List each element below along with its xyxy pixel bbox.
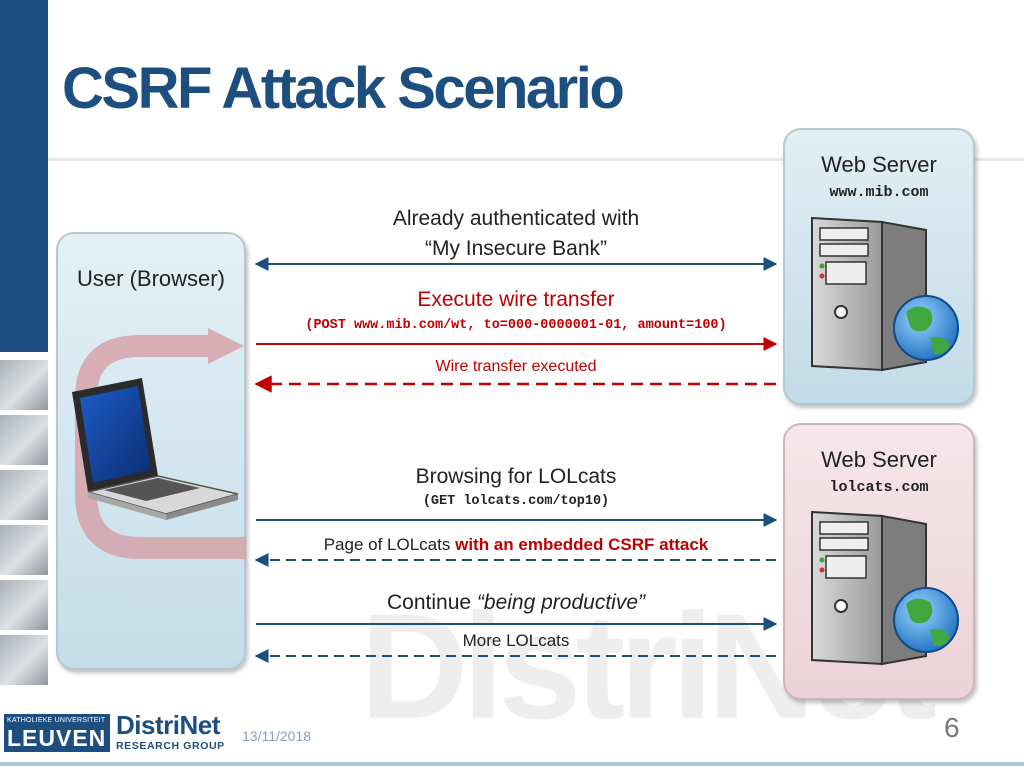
title-divider <box>48 158 1024 161</box>
user-label: User (Browser) <box>77 266 225 291</box>
logo-group: DistriNet <box>116 710 220 740</box>
continue-prefix: Continue <box>387 591 477 614</box>
continue-italic: “being productive” <box>476 591 645 614</box>
transfer-response-label: Wire transfer executed <box>435 358 597 375</box>
server-bank-host: www.mib.com <box>829 184 929 201</box>
globe-icon <box>893 295 959 361</box>
browsing-detail: (GET lolcats.com/top10) <box>422 494 610 509</box>
auth-label-line1: Already authenticated with <box>392 207 640 230</box>
bottom-accent-line <box>0 762 1024 766</box>
kuleuven-logo: KATHOLIEKE UNIVERSITEIT LEUVEN <box>4 714 110 752</box>
auth-label-line2: “My Insecure Bank” <box>424 237 608 260</box>
browsing-label: Browsing for LOLcats <box>415 465 617 488</box>
left-photo-strip <box>0 360 48 690</box>
logo-university-top: KATHOLIEKE UNIVERSITEIT <box>7 717 106 724</box>
slide-page-number: 6 <box>944 712 960 743</box>
left-accent-bar <box>0 0 48 352</box>
page-response-highlight: with an embedded CSRF attack <box>455 535 709 554</box>
logo-group-sub: RESEARCH GROUP <box>116 740 225 752</box>
laptop-icon <box>72 378 239 520</box>
logo-university: LEUVEN <box>7 725 107 751</box>
server-lolcats-host: lolcats.com <box>829 479 929 496</box>
more-lolcats-label: More LOLcats <box>462 631 570 650</box>
globe-icon <box>893 587 959 653</box>
transfer-label: Execute wire transfer <box>417 288 615 311</box>
page-response-prefix: Page of LOLcats <box>323 535 456 554</box>
server-bank-title: Web Server <box>821 152 937 177</box>
transfer-detail: (POST www.mib.com/wt, to=000-0000001-01,… <box>305 318 727 333</box>
server-lolcats-title: Web Server <box>821 447 937 472</box>
continue-label: Continue “being productive” <box>256 591 776 615</box>
kuleuven-distrinet-logo: KATHOLIEKE UNIVERSITEIT LEUVEN DistriNet… <box>4 710 232 754</box>
page-response-label: Page of LOLcats with an embedded CSRF at… <box>256 535 776 555</box>
slide-title: CSRF Attack Scenario <box>62 56 625 121</box>
slide-date: 13/11/2018 <box>242 728 312 744</box>
